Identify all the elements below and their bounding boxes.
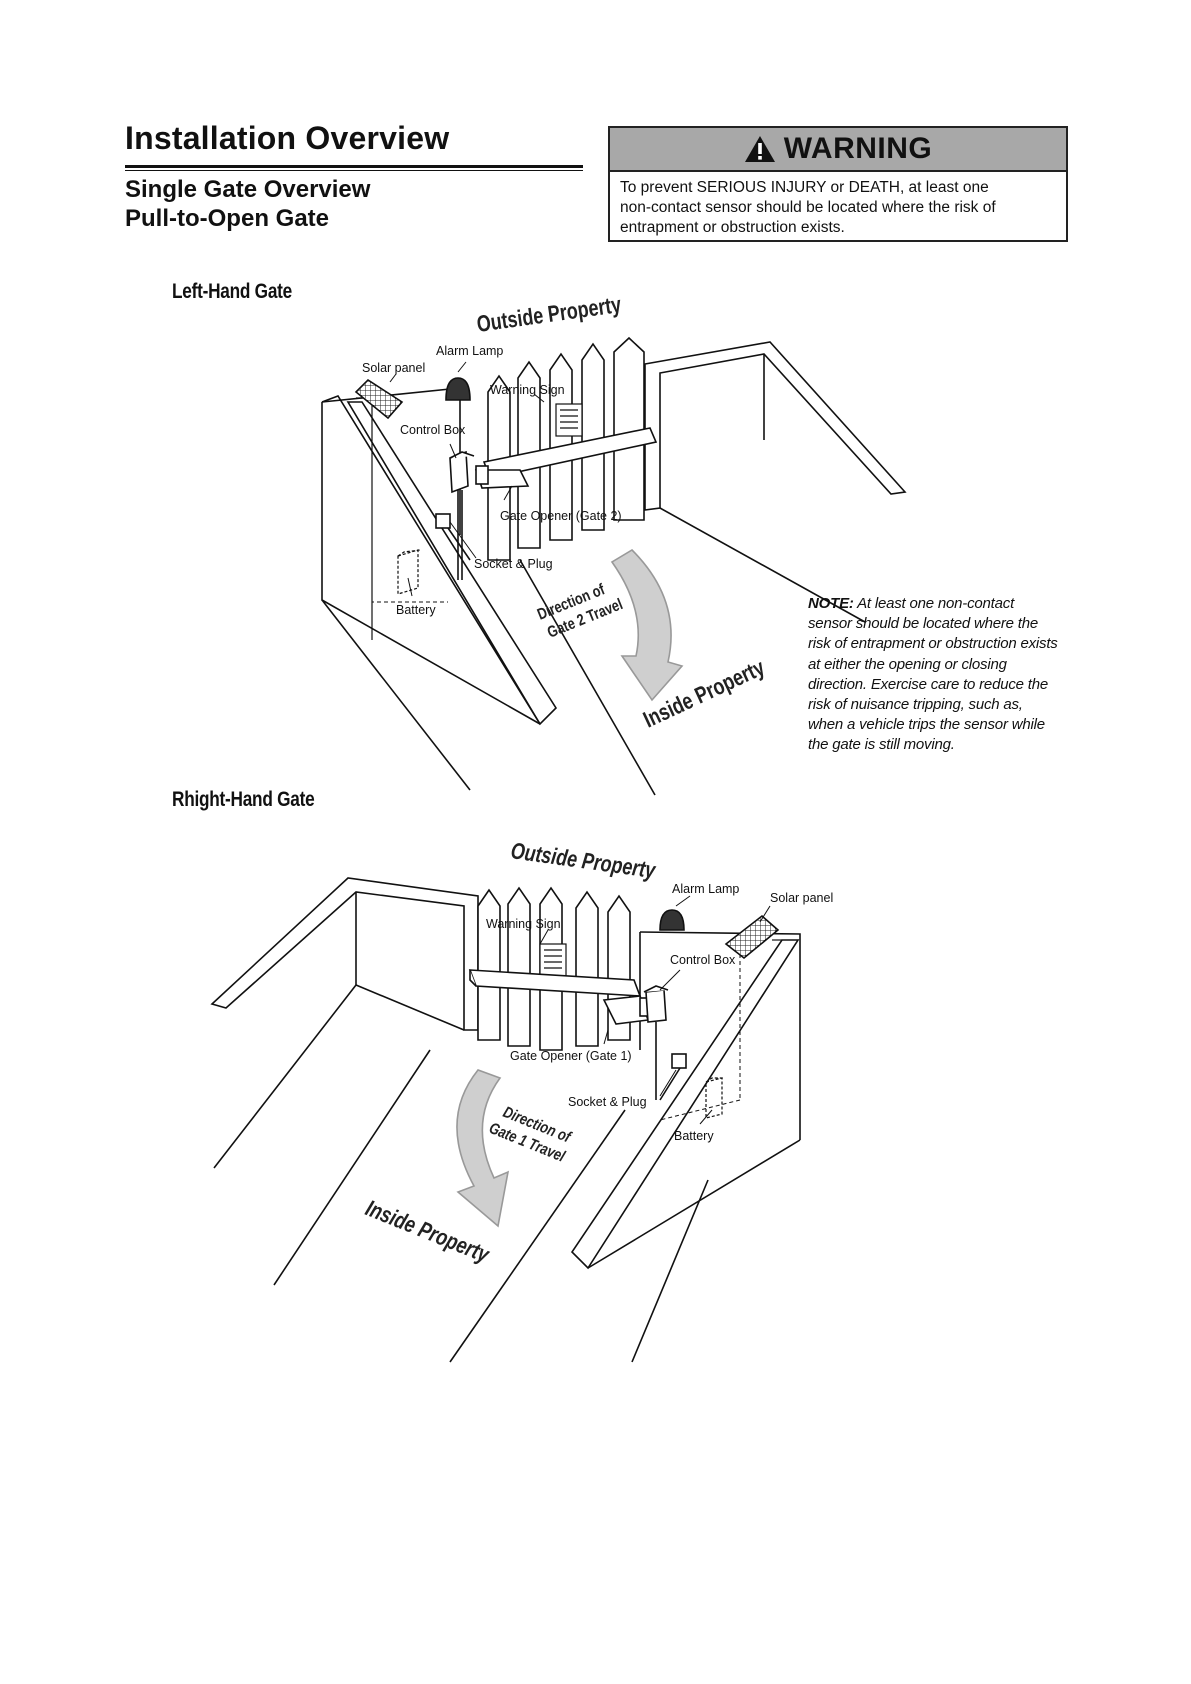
warning-triangle-icon [744,136,775,162]
right-direction-text: Direction of Gate 1 Travel [486,1104,574,1167]
left-direction-arrow [610,548,684,702]
right-pillar [570,931,801,1270]
warning-box: WARNING To prevent SERIOUS INJURY or DEA… [608,126,1068,242]
right-far-wall [210,877,479,1031]
title-rule [125,165,583,168]
right-warning-sign-plate [539,943,567,977]
right-alarm-lamp [659,909,685,931]
left-gate-opener [474,427,658,489]
right-socket [671,1053,687,1069]
left-socket [435,513,451,529]
right-outside-property: Outside Property [509,838,658,884]
right-label-solar-panel: Solar panel [770,891,833,905]
warning-line-2: non-contact sensor should be located whe… [620,199,996,216]
page-title: Installation Overview [125,120,450,156]
right-leader-lines [539,895,771,1125]
left-labels: Alarm Lamp Solar panel Warning Sign Cont… [362,344,622,617]
left-far-wall [644,341,907,511]
left-ground-lines [321,507,866,796]
right-label-control-box: Control Box [670,953,736,967]
right-labels: Alarm Lamp Solar panel Warning Sign Cont… [486,882,833,1143]
warning-label: WARNING [783,132,933,165]
subtitle-single-gate: Single Gate Overview [125,176,371,203]
right-solar-panel [724,914,782,960]
warning-header: WARNING [610,128,1066,172]
note-text: At least one non-contact sensor should b… [808,595,1058,754]
note-label: NOTE: [808,595,854,612]
right-label-socket-plug: Socket & Plug [568,1095,647,1109]
left-warning-sign-plate [555,403,583,437]
section-right-hand-gate: Rhight-Hand Gate [172,788,315,811]
right-battery-box [705,1077,724,1119]
title-rule-thin [125,170,583,171]
left-label-gate-opener: Gate Opener (Gate 2) [500,509,622,523]
right-direction-arrow [456,1069,510,1228]
left-label-control-box: Control Box [400,423,466,437]
warning-line-3: entrapment or obstruction exists. [620,219,845,236]
right-label-warning-sign: Warning Sign [486,917,561,931]
left-gate-diagram [321,336,907,796]
left-label-alarm-lamp: Alarm Lamp [436,344,503,358]
left-alarm-lamp [445,377,471,401]
left-control-box [449,450,475,580]
left-solar-panel [354,378,404,640]
section-left-hand-gate: Left-Hand Gate [172,280,292,303]
left-label-warning-sign: Warning Sign [490,383,565,397]
right-label-battery: Battery [674,1129,714,1143]
left-label-socket-plug: Socket & Plug [474,557,553,571]
left-leader-lines [389,361,545,597]
left-label-battery: Battery [396,603,436,617]
right-ground-lines [213,984,709,1363]
left-direction-text: Direction of Gate 2 Travel [535,581,625,642]
right-label-alarm-lamp: Alarm Lamp [672,882,739,896]
left-outside-property: Outside Property [475,292,623,338]
right-gate-diagram [210,877,801,1363]
left-battery-box [397,549,421,595]
left-label-solar-panel: Solar panel [362,361,425,375]
warning-text: To prevent SERIOUS INJURY or DEATH, at l… [610,172,1066,244]
warning-line-1: To prevent SERIOUS INJURY or DEATH, at l… [620,179,989,196]
note-block: NOTE: At least one non-contact sensor sh… [808,594,1058,756]
right-control-box [643,985,669,1100]
right-gate-opener [468,969,651,1025]
right-label-gate-opener: Gate Opener (Gate 1) [510,1049,632,1063]
subtitle-pull-to-open: Pull-to-Open Gate [125,205,329,232]
